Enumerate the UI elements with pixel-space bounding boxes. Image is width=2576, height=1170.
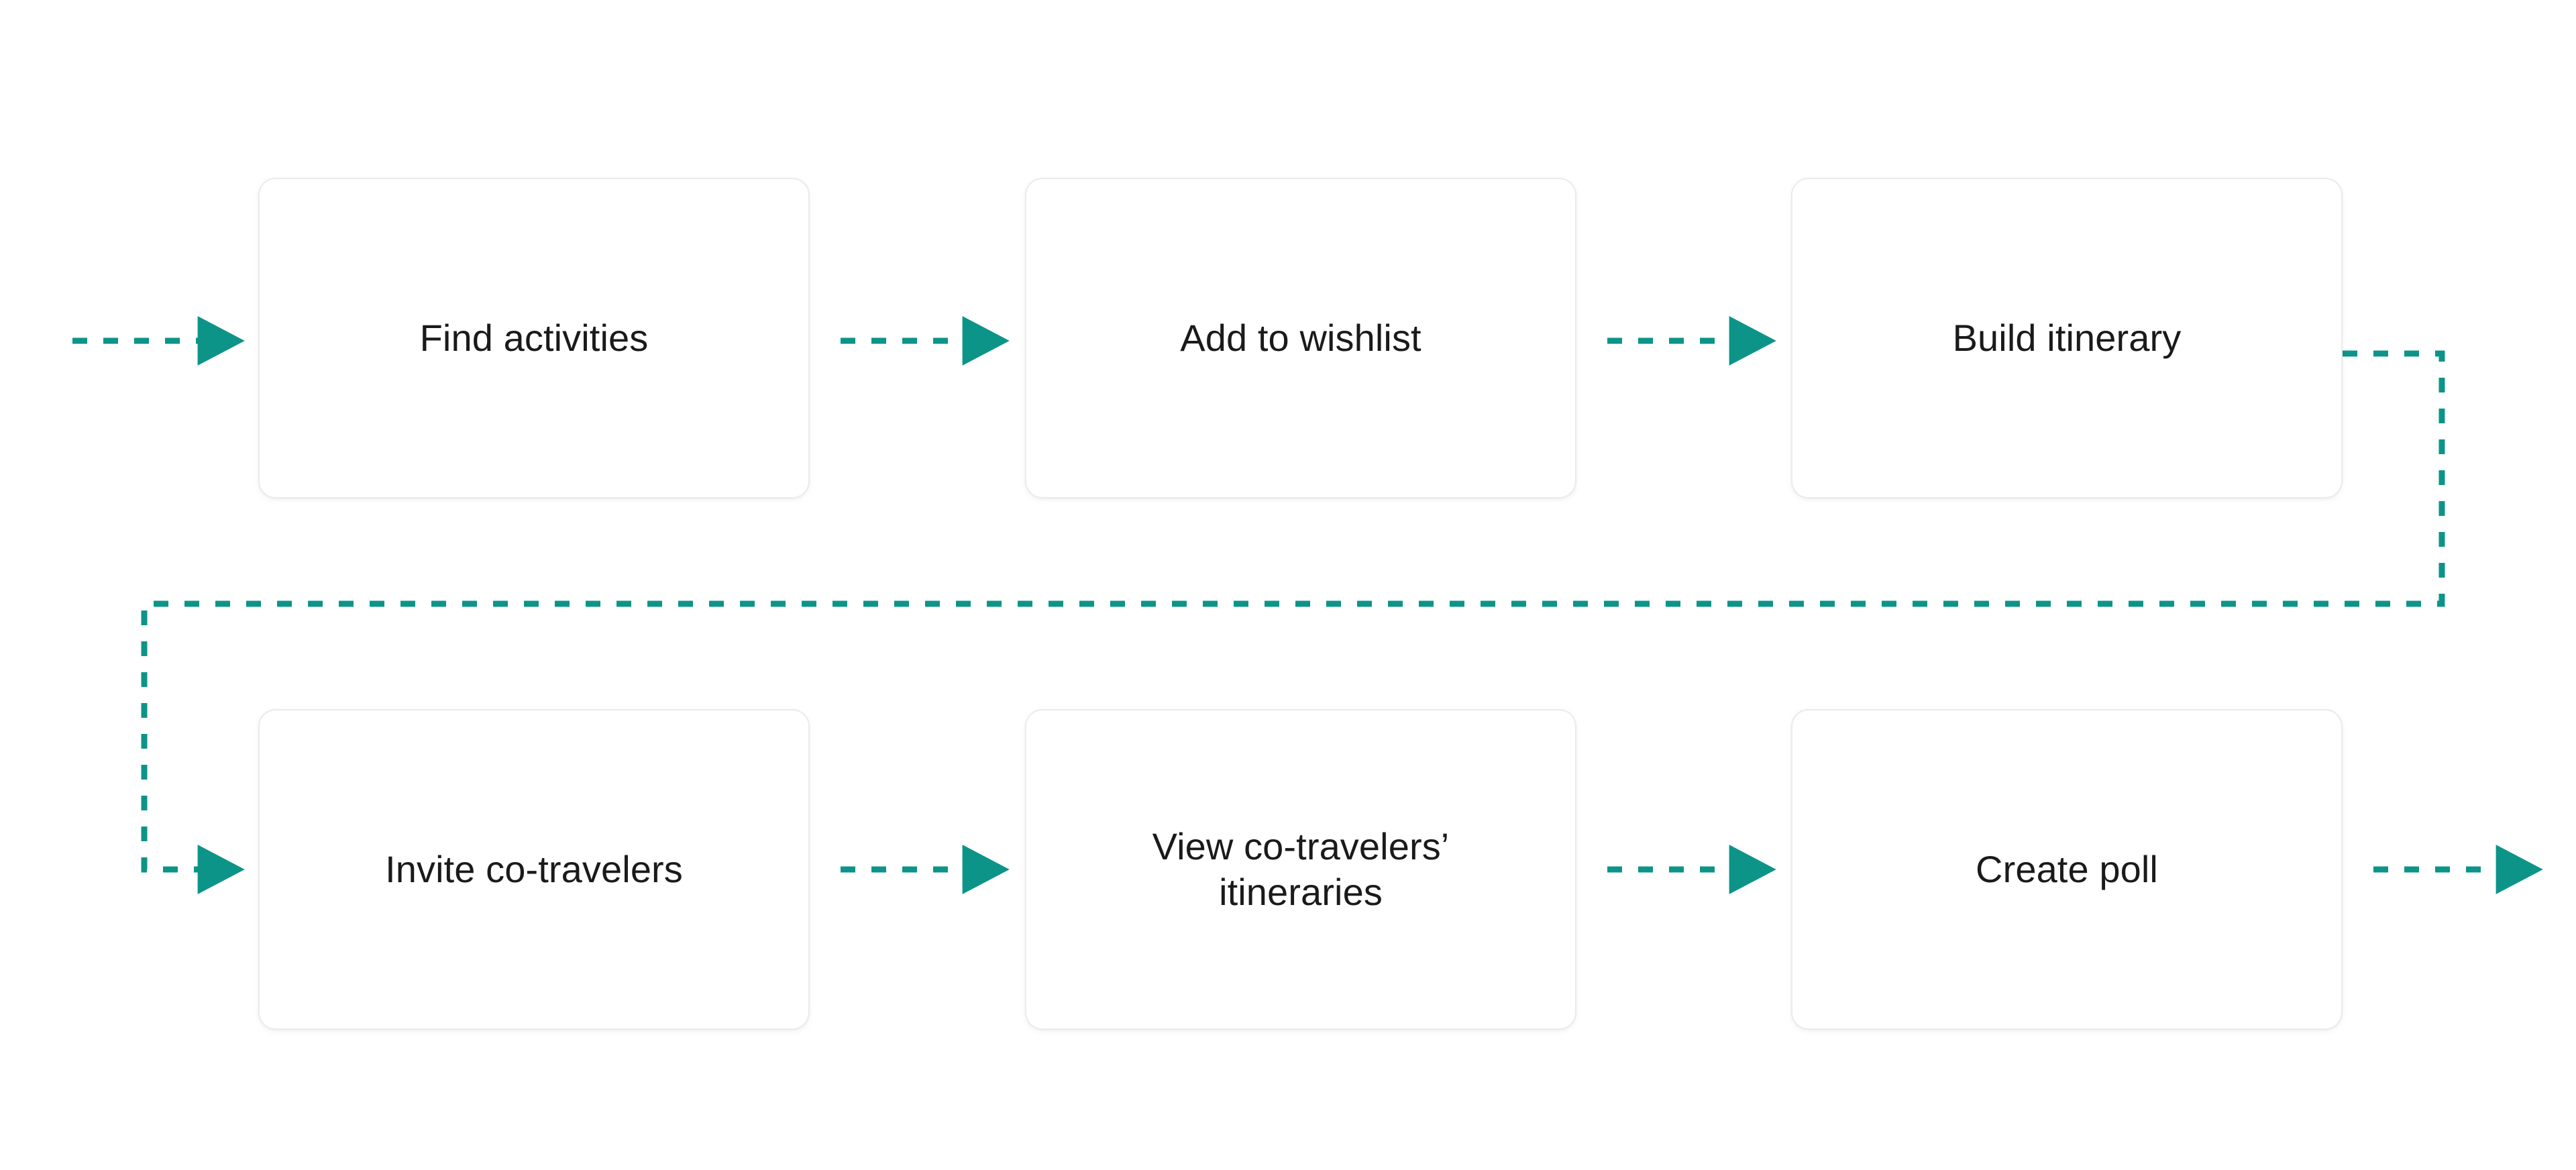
node-label: View co-travelers’ itineraries <box>1152 825 1450 913</box>
node-label: Invite co-travelers <box>385 847 683 890</box>
node-view-co-travelers-itineraries[interactable]: View co-travelers’ itineraries <box>1025 709 1576 1030</box>
node-invite-co-travelers[interactable]: Invite co-travelers <box>258 709 810 1030</box>
node-label: Build itinerary <box>1952 316 2182 359</box>
node-label: Add to wishlist <box>1180 316 1421 359</box>
node-label: Find activities <box>419 316 649 359</box>
node-build-itinerary[interactable]: Build itinerary <box>1791 178 2343 498</box>
node-find-activities[interactable]: Find activities <box>258 178 810 498</box>
node-create-poll[interactable]: Create poll <box>1791 709 2343 1030</box>
node-label: Create poll <box>1976 847 2158 890</box>
node-add-to-wishlist[interactable]: Add to wishlist <box>1025 178 1576 498</box>
